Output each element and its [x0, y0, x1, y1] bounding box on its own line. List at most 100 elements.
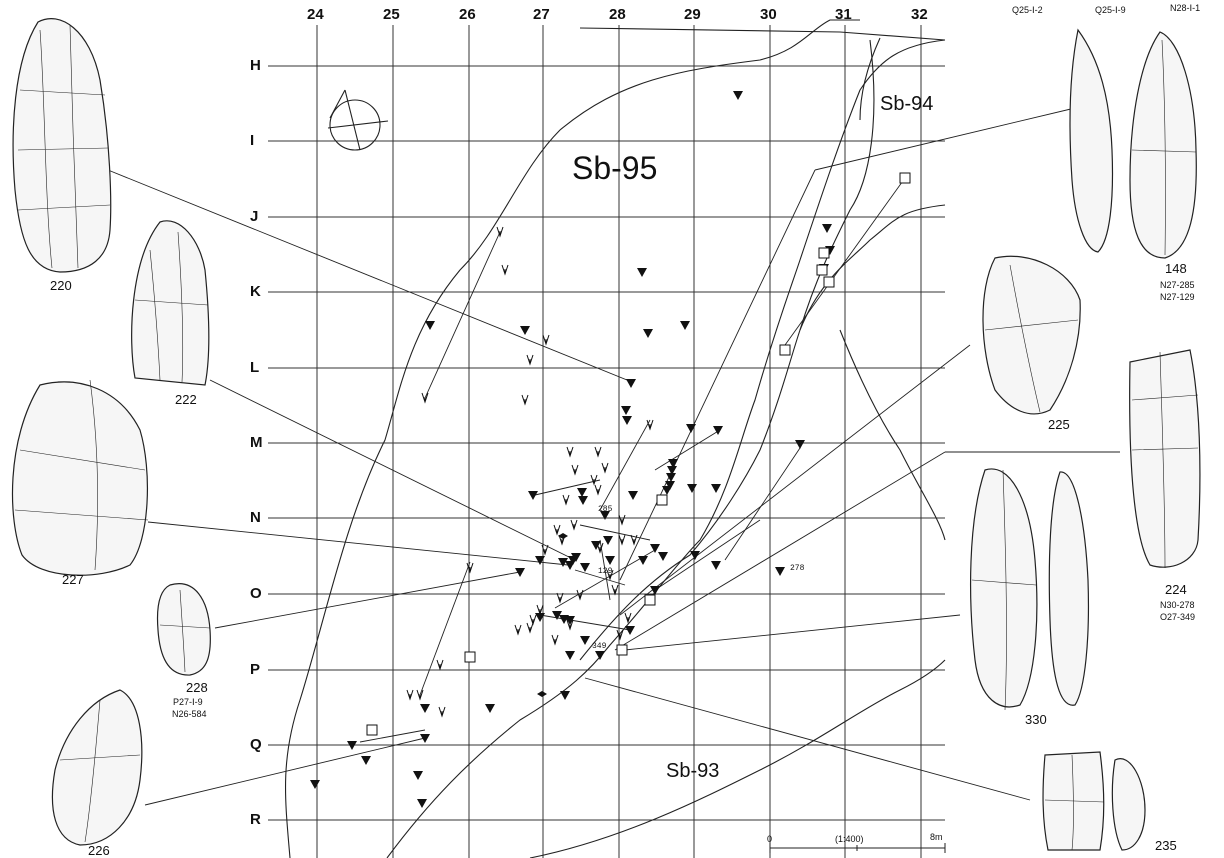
artifact-arrowhead-mark	[536, 604, 544, 616]
artifact-triangle-mark	[662, 486, 672, 495]
artifact-arrowhead-mark	[618, 534, 626, 546]
artifact-triangle-mark	[690, 551, 700, 560]
artifact-triangle-mark	[626, 379, 636, 388]
figure-label-228: 228	[186, 680, 208, 695]
outer-contour	[284, 19, 860, 858]
artifact-arrowhead-mark	[566, 446, 574, 458]
artifact-triangle-mark	[628, 491, 638, 500]
inner-contour	[579, 39, 875, 661]
artifact-arrowhead-mark	[466, 562, 474, 574]
artifact-triangle-mark	[600, 511, 610, 520]
artifact-arrowhead-mark	[646, 419, 654, 431]
artifact-triangle-mark	[666, 473, 676, 482]
point-label-129: 129	[598, 567, 613, 576]
row-label-H: H	[250, 57, 261, 74]
column-label-28: 28	[609, 6, 626, 23]
artifact-triangle-mark	[822, 224, 832, 233]
row-label-N: N	[250, 509, 261, 526]
artifact-triangle-mark	[535, 556, 545, 565]
artifact-triangle-mark	[559, 615, 569, 624]
artifact-arrowhead-mark	[556, 592, 564, 604]
north-arrow-icon	[327, 89, 389, 151]
figure-label-220: 220	[50, 278, 72, 293]
figure-label-222: 222	[175, 392, 197, 407]
artifact-arrowhead-mark	[566, 619, 574, 631]
middle-contour	[386, 39, 946, 858]
artifact-arrowhead-mark	[436, 659, 444, 671]
artifact-triangle-mark	[425, 321, 435, 330]
row-label-P: P	[250, 661, 261, 678]
row-label-L: L	[250, 359, 260, 376]
column-label-26: 26	[459, 6, 476, 23]
artifact-triangle-mark	[605, 556, 615, 565]
artifact-triangle-mark	[733, 91, 743, 100]
artifact-arrowhead-mark	[630, 534, 638, 546]
artifact-square-mark	[464, 651, 476, 663]
artifact-triangle-mark	[591, 541, 601, 550]
artifact-square-mark	[899, 172, 911, 184]
artifact-triangle-mark	[580, 636, 590, 645]
row-label-K: K	[250, 283, 261, 300]
area-label-sb94: Sb-94	[880, 93, 934, 115]
artifact-triangle-mark	[535, 613, 545, 622]
figure-note-148-a: N27-285	[1160, 280, 1195, 290]
artifact-triangle-mark	[520, 326, 530, 335]
area-label-sb95: Sb-95	[572, 150, 658, 186]
artifact-square-mark	[656, 494, 668, 506]
column-label-32: 32	[911, 6, 928, 23]
artifact-arrowhead-mark	[601, 462, 609, 474]
top-note-2: Q25-Ⅰ-9	[1095, 5, 1126, 15]
artifact-square-mark	[779, 344, 791, 356]
artifact-triangle-mark	[643, 329, 653, 338]
figure-label-224: 224	[1165, 582, 1187, 597]
figure-note-224-b: O27-349	[1160, 612, 1196, 622]
artifact-triangle-mark	[565, 616, 575, 625]
artifact-224-illustration	[1129, 349, 1201, 569]
artifact-triangle-mark	[558, 558, 568, 567]
artifact-226-illustration	[51, 689, 143, 846]
figure-label-330: 330	[1025, 712, 1047, 727]
column-label-27: 27	[533, 6, 550, 23]
artifact-triangle-mark	[658, 552, 668, 561]
artifact-triangle-mark	[310, 780, 320, 789]
artifact-square-mark	[823, 276, 835, 288]
artifact-triangle-mark	[638, 556, 648, 565]
area-label-sb93: Sb-93	[666, 760, 720, 782]
artifact-arrowhead-mark	[594, 484, 602, 496]
artifact-triangle-mark	[420, 704, 430, 713]
figure-note-148-b: N27-129	[1160, 292, 1195, 302]
artifact-diamond-mark	[537, 691, 547, 697]
artifact-square-mark	[816, 264, 828, 276]
artifact-arrowhead-mark	[421, 392, 429, 404]
artifact-square-mark	[366, 724, 378, 736]
row-label-J: J	[250, 208, 259, 225]
scale-ratio: (1:400)	[835, 834, 864, 844]
artifact-triangle-mark	[595, 651, 605, 660]
artifact-arrowhead-mark	[576, 589, 584, 601]
column-label-24: 24	[307, 6, 324, 23]
artifact-triangle-mark	[687, 484, 697, 493]
artifact-triangle-mark	[711, 561, 721, 570]
artifact-225-illustration	[982, 255, 1081, 415]
row-label-R: R	[250, 811, 261, 828]
artifact-triangle-mark	[665, 481, 675, 490]
artifact-marks	[310, 91, 911, 808]
artifact-triangle-mark	[603, 536, 613, 545]
artifact-triangle-mark	[625, 626, 635, 635]
artifact-square-mark	[818, 247, 830, 259]
artifact-arrowhead-mark	[541, 544, 549, 556]
top-note-1: Q25-Ⅰ-2	[1012, 5, 1043, 15]
artifact-arrowhead-mark	[571, 464, 579, 476]
artifact-triangle-mark	[795, 440, 805, 449]
figure-label-226: 226	[88, 843, 110, 858]
artifact-arrowhead-mark	[501, 264, 509, 276]
figure-label-227: 227	[62, 572, 84, 587]
artifact-arrowhead-mark	[553, 524, 561, 536]
artifact-228-illustration	[156, 583, 211, 676]
artifact-triangle-mark	[637, 268, 647, 277]
artifact-arrowhead-mark	[438, 706, 446, 718]
row-label-Q: Q	[250, 736, 262, 753]
column-label-25: 25	[383, 6, 400, 23]
figure-note-228-b: N26-584	[172, 709, 207, 719]
top-edge	[579, 27, 946, 41]
